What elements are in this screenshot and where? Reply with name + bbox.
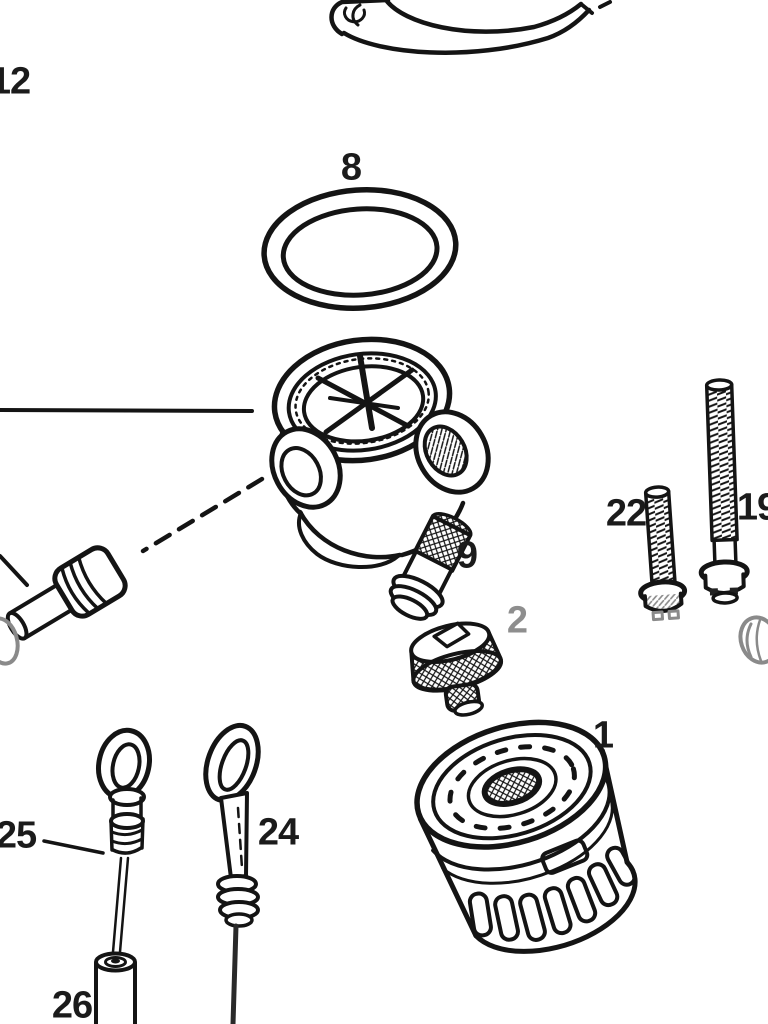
leader-line-plug — [0, 554, 29, 587]
leader-line-housing — [0, 408, 254, 413]
part-label-26: 26 — [51, 984, 93, 1024]
part-label-25: 25 — [0, 814, 37, 857]
dipstick-b — [203, 722, 261, 1024]
dipstick-tube — [94, 951, 137, 1024]
bolt-short — [638, 485, 688, 622]
filter-adapter-housing — [269, 336, 491, 569]
dipstick-a — [96, 727, 152, 954]
part-label-24: 24 — [257, 811, 299, 854]
dashed-leader-line — [140, 476, 265, 554]
plug-bolt — [5, 545, 128, 641]
part-label-12: 12 — [0, 60, 31, 103]
part-label-8: 8 — [340, 146, 362, 189]
leader-line-25 — [42, 839, 105, 855]
hose-fragment — [329, 0, 612, 55]
oil-filter — [414, 719, 638, 954]
part-label-22: 22 — [605, 492, 647, 535]
part-label-2: 2 — [506, 599, 528, 642]
adapter-union — [409, 621, 504, 717]
edge-fragment-right — [738, 615, 768, 665]
o-ring — [261, 187, 459, 311]
part-label-19: 19 — [736, 486, 768, 529]
part-label-9: 9 — [456, 534, 478, 577]
edge-fragment-left — [0, 616, 20, 666]
stud-fitting — [388, 512, 473, 621]
part-label-1: 1 — [592, 714, 614, 757]
bolt-long — [698, 378, 750, 605]
